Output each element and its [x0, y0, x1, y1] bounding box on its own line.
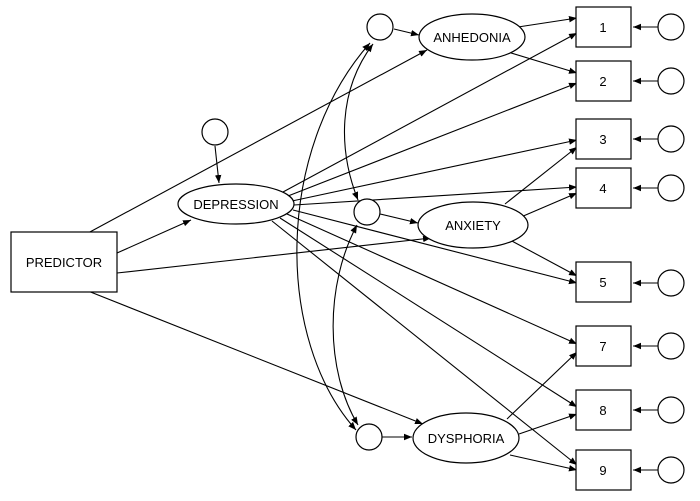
indicator-4-label: 4 — [599, 181, 606, 196]
path-predictor-to-anxiety — [116, 235, 432, 274]
dysphoria-node: DYSPHORIA — [355, 412, 520, 464]
predictor-label: PREDICTOR — [26, 255, 102, 270]
indicator-5-label: 5 — [599, 275, 606, 290]
depression-node: DEPRESSION — [177, 118, 295, 225]
depression-label: DEPRESSION — [193, 197, 278, 212]
indicator-3-label: 3 — [599, 132, 606, 147]
path-depression-to-2 — [287, 82, 578, 197]
covariance-anxiety-dysphoria — [332, 224, 359, 426]
path-dysphoria-to-8 — [518, 413, 578, 435]
indicator-9-label: 9 — [599, 463, 606, 478]
covariance-anhedonia-dysphoria — [296, 42, 371, 431]
path-anhedonia-to-1 — [517, 16, 578, 28]
error-term-5 — [657, 269, 685, 297]
indicator-7: 7 — [575, 325, 685, 367]
predictor-node: PREDICTOR — [10, 231, 118, 293]
anxiety-disturbance — [353, 198, 381, 226]
indicator-4: 4 — [575, 167, 685, 209]
path-anhedonia-to-2 — [507, 51, 578, 74]
indicator-5: 5 — [575, 261, 685, 303]
path-depression-to-5 — [292, 209, 578, 285]
covariance-anhedonia-anxiety — [343, 43, 374, 201]
path-depression-to-3 — [291, 138, 578, 202]
path-e-anxiety — [379, 213, 419, 225]
path-e-anhedonia — [393, 28, 420, 37]
indicator-8-label: 8 — [599, 403, 606, 418]
indicator-8: 8 — [575, 389, 685, 431]
error-term-9 — [657, 456, 685, 484]
error-term-1 — [657, 13, 685, 41]
path-depression-to-9 — [271, 220, 578, 466]
dysphoria-label: DYSPHORIA — [428, 431, 505, 446]
error-term-2 — [657, 67, 685, 95]
indicator-1: 1 — [575, 6, 685, 48]
anxiety-node: ANXIETY — [353, 198, 529, 249]
indicator-1-label: 1 — [599, 20, 606, 35]
anhedonia-node: ANHEDONIA — [366, 13, 526, 61]
dysphoria-disturbance — [355, 423, 383, 451]
path-depression-to-1 — [282, 32, 578, 193]
indicator-2: 2 — [575, 60, 685, 102]
error-term-4 — [657, 174, 685, 202]
anhedonia-label: ANHEDONIA — [433, 30, 511, 45]
path-predictor-to-depression — [116, 219, 192, 254]
indicator-3: 3 — [575, 118, 685, 160]
path-depression-to-4 — [293, 184, 578, 206]
indicator-2-label: 2 — [599, 74, 606, 89]
path-predictor-to-dysphoria — [87, 290, 424, 425]
path-e-depression — [214, 145, 222, 184]
path-anxiety-to-4 — [520, 192, 578, 218]
depression-disturbance — [201, 118, 229, 146]
anxiety-label: ANXIETY — [445, 218, 501, 233]
path-dysphoria-to-9 — [509, 454, 578, 472]
path-anxiety-to-5 — [509, 239, 578, 277]
indicator-9: 9 — [575, 449, 685, 491]
anhedonia-disturbance — [366, 13, 394, 41]
edges — [87, 16, 658, 474]
indicator-7-label: 7 — [599, 339, 606, 354]
error-term-3 — [657, 125, 685, 153]
path-depression-to-8 — [279, 217, 578, 408]
path-dysphoria-to-7 — [506, 351, 578, 420]
error-term-8 — [657, 396, 685, 424]
path-anxiety-to-3 — [504, 146, 578, 205]
error-term-7 — [657, 332, 685, 360]
path-depression-to-7 — [286, 213, 578, 345]
